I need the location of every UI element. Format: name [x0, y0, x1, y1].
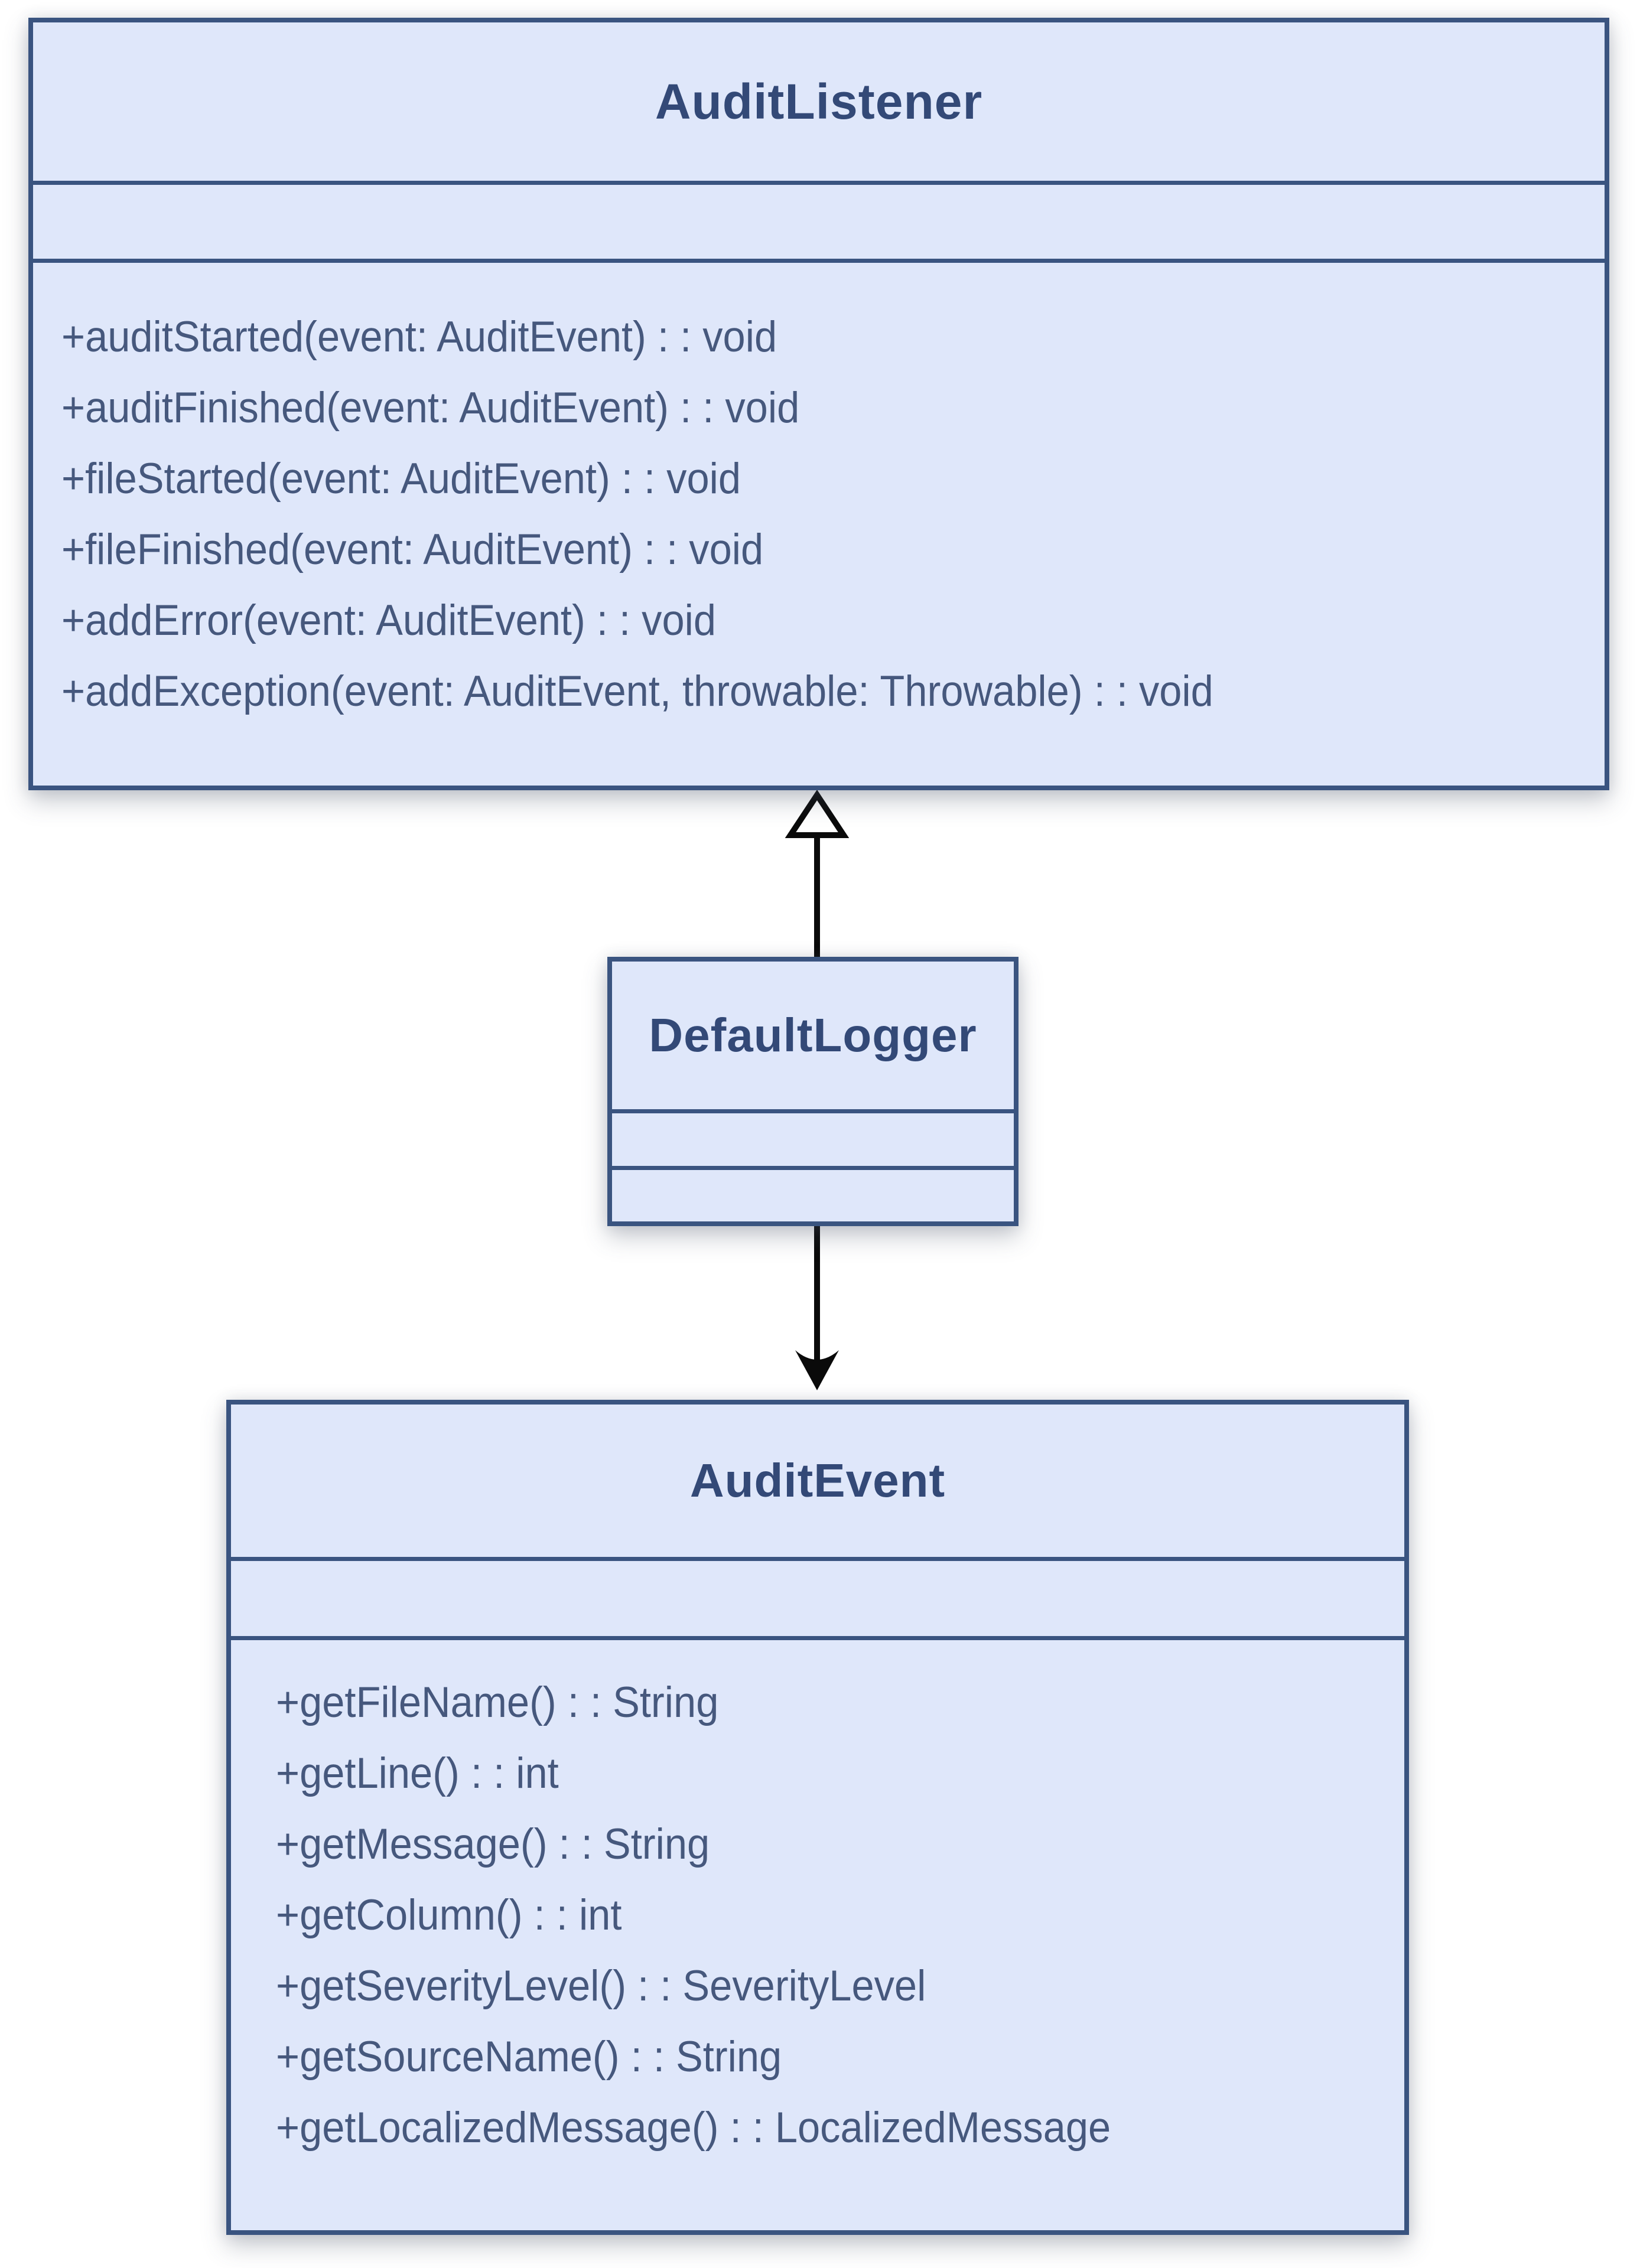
class-audit-listener: AuditListener +auditStarted(event: Audit… — [28, 18, 1609, 790]
class-default-logger: DefaultLogger — [607, 957, 1019, 1226]
methods-compartment: +getFileName() : : String +getLine() : :… — [231, 1636, 1404, 2230]
method-signature: +auditStarted(event: AuditEvent) : : voi… — [61, 313, 777, 361]
method-signature: +addError(event: AuditEvent) : : void — [61, 597, 717, 644]
class-audit-event: AuditEvent +getFileName() : : String +ge… — [226, 1400, 1409, 2235]
realization-connector — [785, 789, 850, 959]
open-dart-arrowhead — [795, 1350, 839, 1390]
hollow-triangle-arrowhead — [785, 789, 850, 838]
method-signature: +getSourceName() : : String — [276, 2033, 782, 2081]
methods-compartment — [612, 1166, 1014, 1221]
class-title-compartment: AuditEvent — [231, 1405, 1404, 1557]
method-signature: +getLocalizedMessage() : : LocalizedMess… — [276, 2104, 1111, 2152]
method-signature: +auditFinished(event: AuditEvent) : : vo… — [61, 384, 800, 432]
method-signature: +getFileName() : : String — [276, 1679, 719, 1726]
method-signature: +getColumn() : : int — [276, 1891, 622, 1939]
method-signature: +fileStarted(event: AuditEvent) : : void — [61, 455, 741, 503]
class-name: AuditListener — [655, 73, 983, 129]
attributes-compartment — [33, 181, 1605, 259]
class-name: DefaultLogger — [649, 1009, 977, 1061]
method-signature: +getSeverityLevel() : : SeverityLevel — [276, 1962, 926, 2010]
class-title-compartment: DefaultLogger — [612, 962, 1014, 1109]
method-signature: +addException(event: AuditEvent, throwab… — [61, 667, 1213, 715]
attributes-compartment — [612, 1109, 1014, 1166]
attributes-compartment — [231, 1557, 1404, 1636]
class-title-compartment: AuditListener — [33, 22, 1605, 181]
class-name: AuditEvent — [689, 1454, 946, 1507]
method-signature: +fileFinished(event: AuditEvent) : : voi… — [61, 526, 764, 573]
method-signature: +getMessage() : : String — [276, 1820, 710, 1868]
methods-compartment: +auditStarted(event: AuditEvent) : : voi… — [33, 259, 1605, 786]
method-signature: +getLine() : : int — [276, 1749, 559, 1797]
association-connector — [795, 1224, 839, 1390]
